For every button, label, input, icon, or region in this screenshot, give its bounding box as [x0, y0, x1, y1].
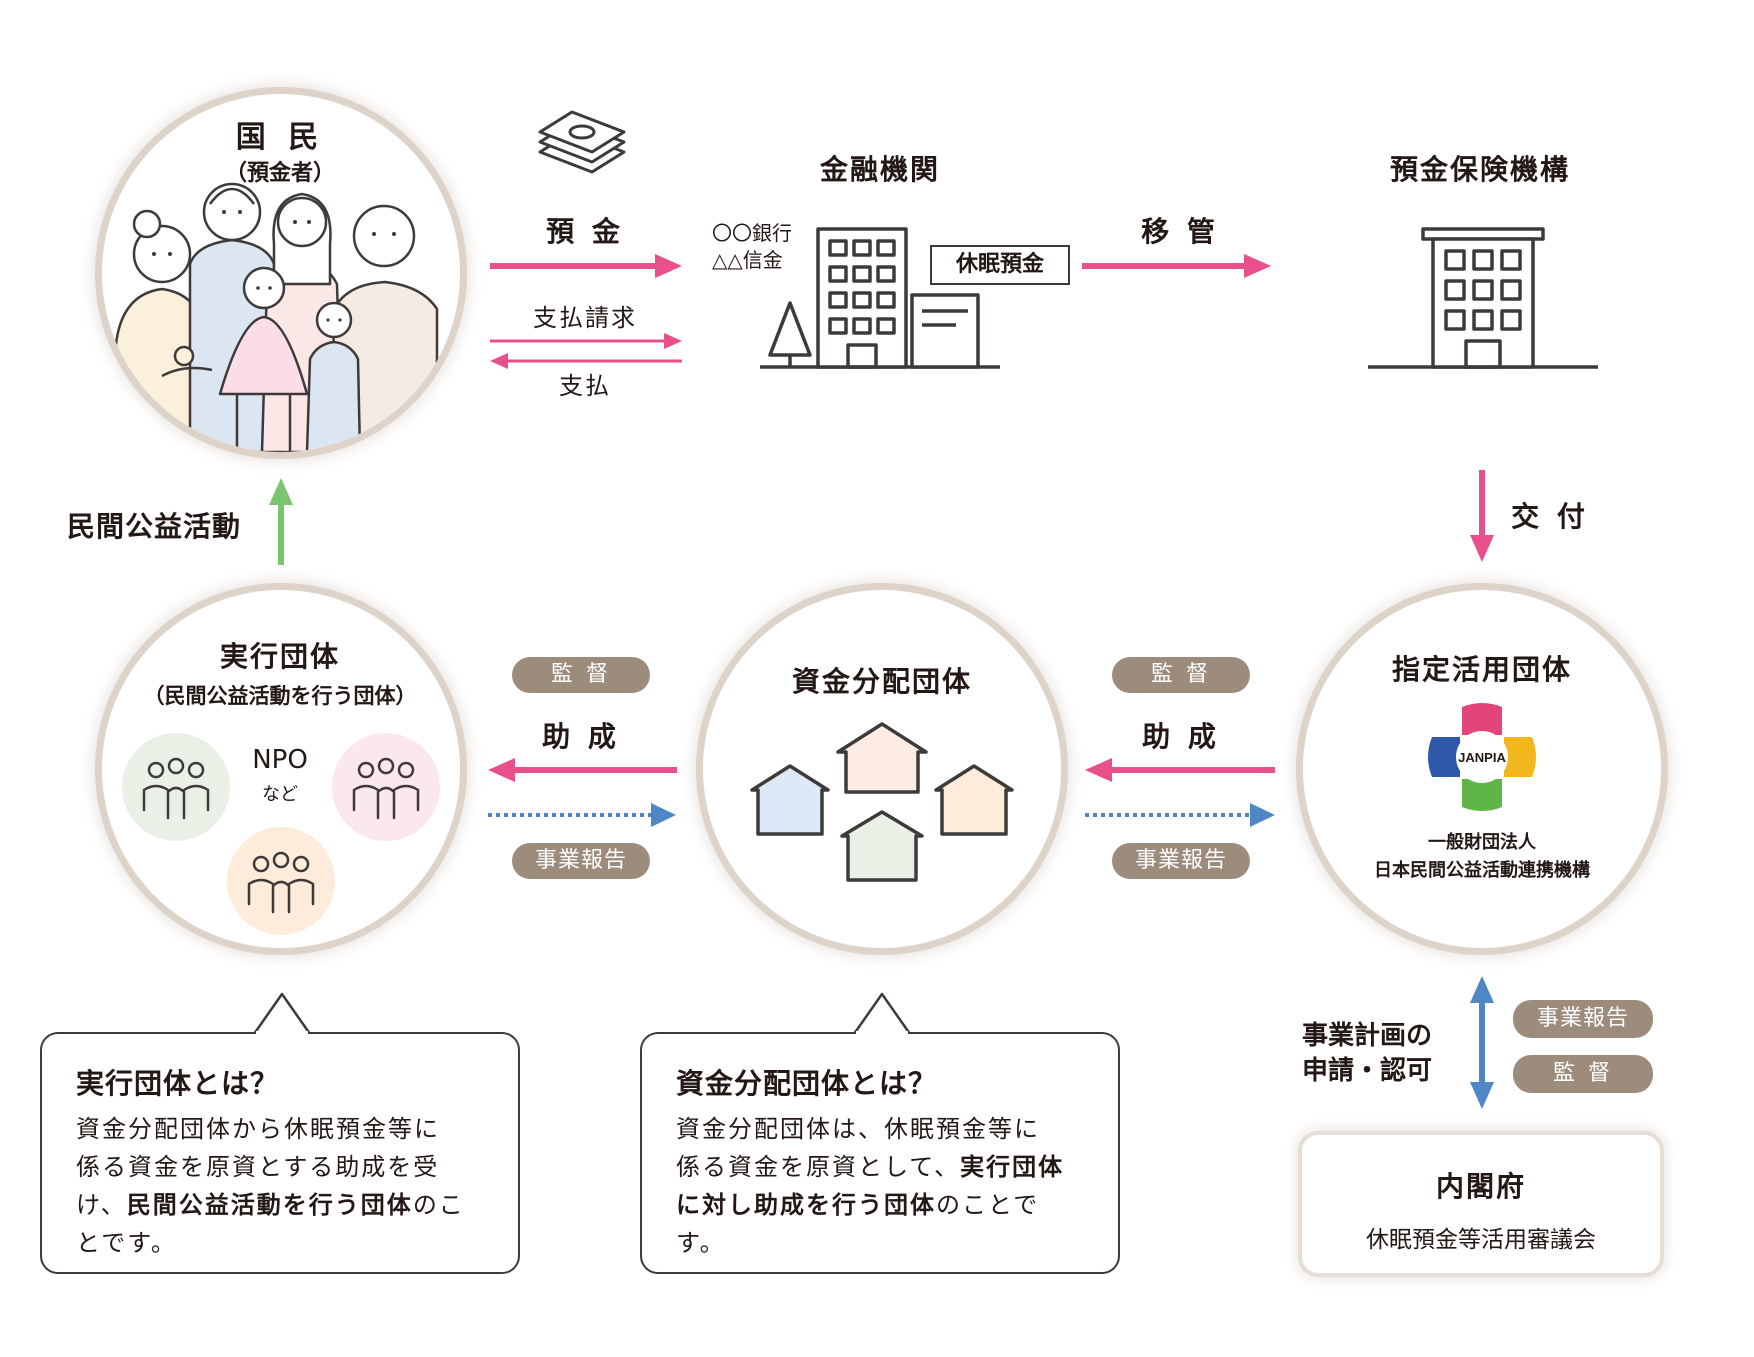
arrow-shiharai-seikyu — [490, 333, 682, 349]
people-group-icons — [142, 757, 420, 914]
arrow-shiharai — [490, 353, 682, 369]
callout1-pointer — [252, 992, 312, 1035]
bank-name-2: △△信金 — [712, 248, 783, 272]
kokumin-title: 国 民 — [235, 120, 325, 155]
arrow-hokoku-left — [488, 803, 676, 827]
arrow-hokoku-right — [1085, 803, 1275, 827]
label-shinsei-1: 事業計画の — [1302, 1021, 1433, 1051]
arrow-josei-right — [1085, 758, 1275, 782]
label-josei-left: 助 成 — [542, 720, 620, 753]
callout-shikin-body: 資金分配団体は、休眠預金等に 係る資金を原資として、実行団体 に対し助成を行う団… — [676, 1115, 1065, 1257]
arrow-minkan-koueki — [269, 478, 293, 565]
callout-jikko-body: 資金分配団体から休眠預金等に 係る資金を原資とする助成を受 け、民間公益活動を行… — [76, 1115, 465, 1257]
pill-hokoku-bottom: 事業報告 — [1513, 1000, 1653, 1038]
janpia-logo-text: JANPIA — [1458, 750, 1506, 765]
money-stack-icon — [538, 110, 626, 174]
label-shinsei-2: 申請・認可 — [1302, 1056, 1433, 1086]
pill-kantoku-right: 監 督 — [1112, 657, 1250, 693]
kyumin-yokin-box: 休眠預金 — [930, 245, 1070, 285]
label-kofu: 交 付 — [1511, 500, 1589, 533]
pill-hokoku-left: 事業報告 — [512, 843, 650, 879]
arrow-yokin — [490, 254, 682, 278]
shitei-org1: 一般財団法人 — [1428, 832, 1536, 853]
janpia-logo-icon: JANPIA — [1428, 703, 1536, 811]
callout-shikin-title: 資金分配団体とは？ — [676, 1067, 938, 1100]
shitei-org2: 日本民間公益活動連携機構 — [1374, 860, 1590, 881]
houses-icon — [750, 722, 1014, 882]
bank-building-icon — [760, 227, 1000, 369]
callout-jikko-title: 実行団体とは？ — [76, 1067, 280, 1100]
jikko-subtitle: （民間公益活動を行う団体） — [143, 684, 417, 708]
bank-name-1: 〇〇銀行 — [712, 221, 792, 245]
nado-label: など — [262, 784, 298, 805]
callout-jikko: 実行団体とは？ 資金分配団体から休眠預金等に 係る資金を原資とする助成を受 け、… — [40, 1032, 520, 1274]
naikaku-sub: 休眠預金等活用審議会 — [1366, 1227, 1596, 1253]
kokumin-subtitle: （預金者） — [224, 161, 335, 186]
jikko-title: 実行団体 — [219, 640, 340, 673]
naikaku-box — [1302, 1135, 1660, 1273]
arrow-josei-left — [488, 758, 677, 782]
shitei-title: 指定活用団体 — [1391, 653, 1572, 686]
arrow-shinsei-double — [1470, 976, 1494, 1109]
arrow-ikan — [1082, 254, 1271, 278]
shikin-title: 資金分配団体 — [791, 665, 972, 698]
label-josei-right: 助 成 — [1142, 720, 1220, 753]
hoken-building-icon — [1368, 227, 1598, 369]
callout-shikin: 資金分配団体とは？ 資金分配団体は、休眠預金等に 係る資金を原資として、実行団体… — [640, 1032, 1120, 1274]
label-shiharai: 支払 — [559, 372, 611, 400]
pill-hokoku-right: 事業報告 — [1112, 843, 1250, 879]
npo-label: NPO — [252, 745, 308, 775]
pill-kantoku-bottom: 監 督 — [1513, 1055, 1653, 1093]
label-shiharai-seikyu: 支払請求 — [533, 304, 637, 332]
naikaku-title: 内閣府 — [1435, 1170, 1526, 1203]
callout2-pointer — [852, 992, 912, 1035]
label-yokin: 預 金 — [546, 215, 624, 248]
label-minkan-koueki: 民間公益活動 — [67, 510, 242, 543]
arrow-kofu — [1470, 470, 1494, 562]
family-icon — [114, 182, 439, 452]
label-ikan: 移 管 — [1141, 215, 1219, 248]
kinyu-title: 金融機関 — [819, 153, 940, 186]
kokumin-circle — [102, 94, 460, 452]
pill-kantoku-left: 監 督 — [512, 657, 650, 693]
hoken-title: 預金保険機構 — [1389, 153, 1570, 186]
